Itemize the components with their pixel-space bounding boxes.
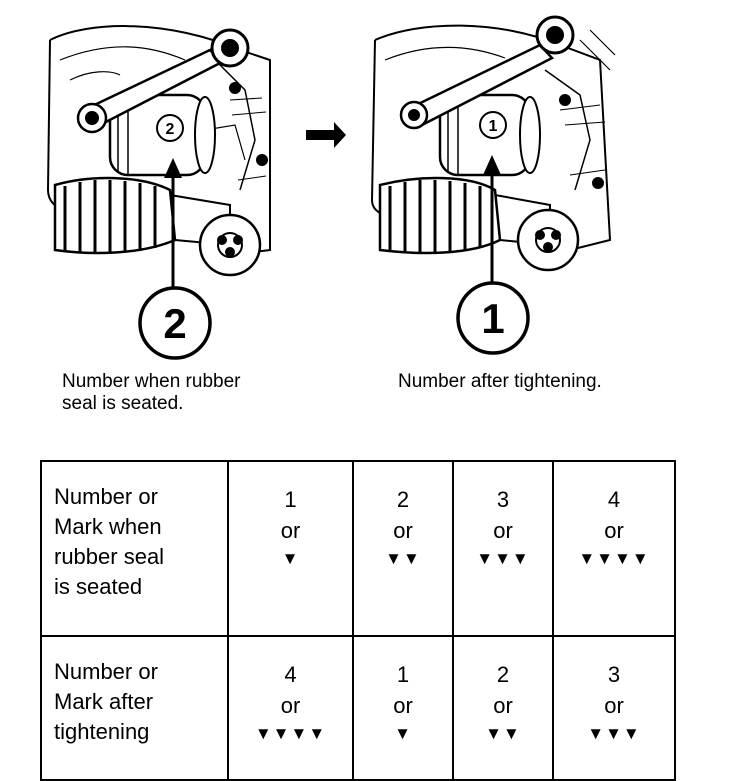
cell-number: 4 [554,484,674,515]
table-cell: 4 or ▼▼▼▼ [228,636,353,780]
table-cell: 2 or ▼▼ [353,461,453,636]
triangle-marks-icon: ▼▼▼ [454,546,552,572]
cell-or: or [554,515,674,546]
cell-number: 3 [554,659,674,690]
table-cell: 1 or ▼ [228,461,353,636]
triangle-marks-icon: ▼▼ [454,721,552,747]
svg-text:2: 2 [166,121,175,138]
svg-text:1: 1 [489,118,498,135]
row-header-line: Number or [54,482,227,512]
cell-number: 2 [454,659,552,690]
row-header-line: Number or [54,657,227,687]
callout-left-number: 2 [163,300,186,347]
triangle-marks-icon: ▼▼▼ [554,721,674,747]
triangle-marks-icon: ▼▼▼▼ [554,546,674,572]
cell-or: or [554,690,674,721]
table-cell: 3 or ▼▼▼ [453,461,553,636]
left-engine-drawing: 2 [48,26,270,358]
cell-number: 1 [354,659,452,690]
row-header-line: tightening [54,717,227,747]
cell-or: or [354,515,452,546]
row-header-line: Mark when [54,512,227,542]
table-row-seated: Number or Mark when rubber seal is seate… [41,461,675,636]
table-cell: 1 or ▼ [353,636,453,780]
cell-or: or [354,690,452,721]
row-header-line: is seated [54,572,227,602]
cell-or: or [229,690,352,721]
row-header-line: rubber seal [54,542,227,572]
cell-number: 4 [229,659,352,690]
cell-number: 1 [229,484,352,515]
cell-number: 3 [454,484,552,515]
row-header-line: Mark after [54,687,227,717]
triangle-marks-icon: ▼ [354,721,452,747]
row-header-tightened: Number or Mark after tightening [41,636,228,780]
cell-or: or [454,515,552,546]
cell-or: or [229,515,352,546]
caption-tightened: Number after tightening. [398,371,698,393]
table-cell: 4 or ▼▼▼▼ [553,461,675,636]
caption-seated-line2: seal is seated. [62,393,183,414]
arrow-right-icon [306,122,346,148]
cell-number: 2 [354,484,452,515]
table-cell: 2 or ▼▼ [453,636,553,780]
mark-table: Number or Mark when rubber seal is seate… [40,460,676,781]
caption-seated-line1: Number when rubber [62,371,240,392]
row-header-seated: Number or Mark when rubber seal is seate… [41,461,228,636]
triangle-marks-icon: ▼ [229,546,352,572]
table-row-tightened: Number or Mark after tightening 4 or ▼▼▼… [41,636,675,780]
table-cell: 3 or ▼▼▼ [553,636,675,780]
triangle-marks-icon: ▼▼▼▼ [229,721,352,747]
cell-or: or [454,690,552,721]
triangle-marks-icon: ▼▼ [354,546,452,572]
caption-seated: Number when rubber seal is seated. [62,371,322,415]
callout-right-number: 1 [481,295,504,342]
